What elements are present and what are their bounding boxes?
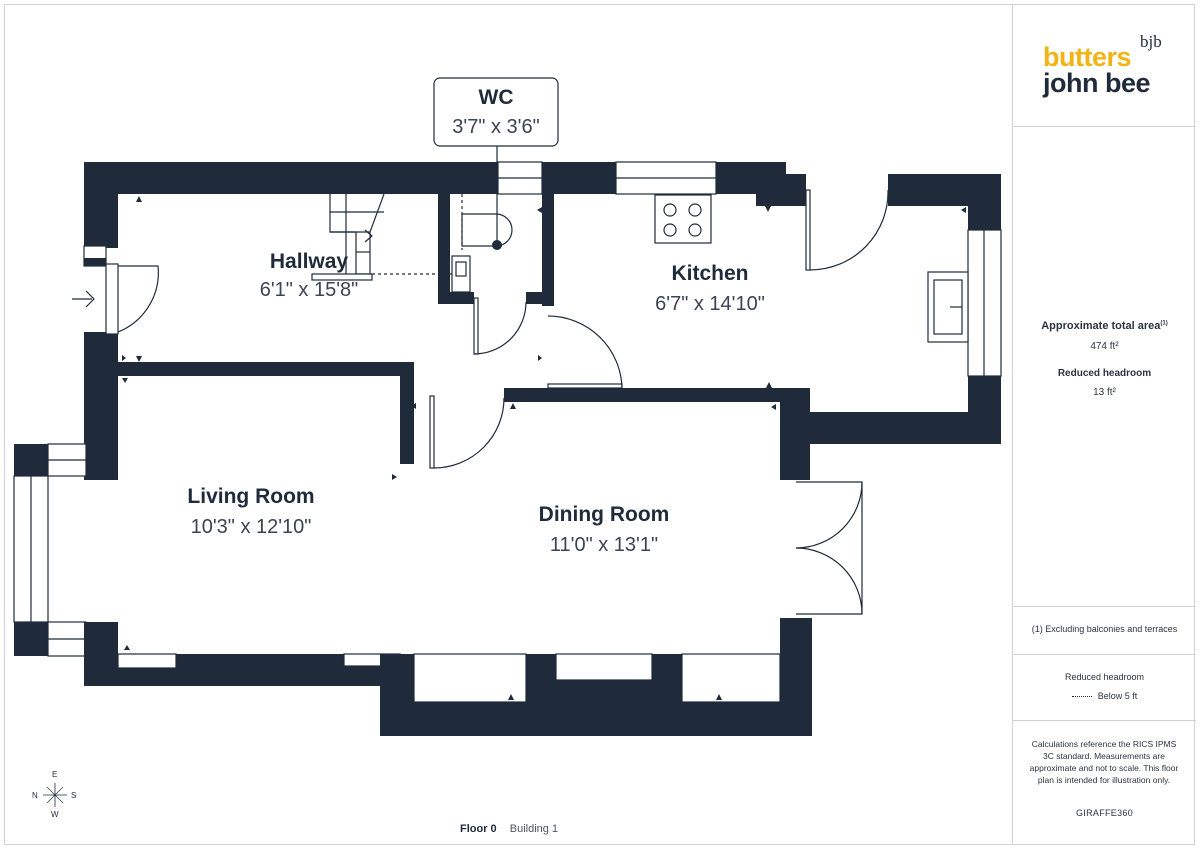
wc-door [473,297,527,355]
compass-e: E [52,770,58,779]
wall-top-kitchen [542,162,616,194]
floor-footer: Floor 0 Building 1 [460,823,558,835]
wall-living-bay-top [14,444,48,476]
floor-label: Floor 0 [460,823,497,835]
reduced-headroom-label: Reduced headroom [1057,368,1152,379]
wall-dining-right-low [780,618,812,736]
wall-right-kitchen [968,174,1001,230]
compass-n: N [32,791,38,800]
dining-french-doors [795,481,863,615]
wall-living-bay-bottom [14,622,48,656]
compass-w: W [51,810,59,819]
room-name-wc: WC [479,86,514,109]
legend-item: Below 5 ft [1013,691,1196,701]
room-dims-hallway: 6'1" x 15'8" [260,279,359,301]
living-door [429,395,505,469]
wc-basin [451,255,471,293]
floor-plan: WC 3'7" x 3'6" Hallway 6'1" x 15'8" Kitc… [13,77,1002,736]
wall-kitchen-bottom-right [806,412,1001,444]
wall-left-hall [84,162,118,248]
legend-title: Reduced headroom [1064,672,1145,682]
wall-hall-living [84,362,414,376]
page-frame [4,4,1195,845]
brand-line-2: john bee [1043,68,1151,98]
dimension-markers [122,196,966,700]
wc-toilet [461,146,513,250]
info-sidebar: bjb butters john bee Approximate total a… [1012,4,1196,845]
dining-window-bottom [555,653,653,681]
hob [654,194,712,244]
wall-hall-dining [504,388,808,402]
room-dims-wc: 3'7" x 3'6" [452,116,539,138]
compass-rose-icon [43,783,67,807]
total-area-label: Approximate total area(1) [1041,320,1168,332]
wc-wall-right [542,194,554,306]
wall-corner-kitchen [756,174,806,206]
dotted-line-icon [1071,696,1092,698]
total-area-value: 474 ft² [1090,341,1119,352]
front-door [72,263,159,335]
room-name-hallway: Hallway [270,250,349,273]
room-name-kitchen: Kitchen [671,262,748,285]
kitchen-side-door [805,189,889,271]
wall-left-hall-low [84,332,118,480]
wc-wall-left [438,194,450,304]
compass: E N S W [30,770,80,820]
area-footnote: (1) Excluding balconies and terraces [1031,624,1178,634]
brand-logo: bjb butters john bee [1043,32,1173,104]
disclaimer: Calculations reference the RICS IPMS 3C … [1029,739,1179,785]
wall-top [84,162,498,194]
room-name-living: Living Room [187,485,314,508]
wc-label-box [433,77,559,147]
reduced-headroom-value: 13 ft² [1093,387,1116,398]
provider-logo: GIRAFFE360 [1075,808,1134,818]
brand-line-1: butters [1043,42,1132,72]
dining-bay-floor [413,653,527,703]
staircase [311,193,385,281]
kitchen-sink [927,271,969,343]
wall-dining-right [780,388,810,480]
building-label: Building 1 [509,823,559,835]
brand-superscript: bjb [1140,32,1162,51]
room-dims-living: 10'3" x 12'10" [191,516,312,538]
wall-hall-post [400,362,414,464]
room-dims-kitchen: 6'7" x 14'10" [655,293,765,315]
room-name-dining: Dining Room [539,503,670,526]
total-area-note: (1) [1160,320,1168,327]
compass-s: S [71,791,77,800]
living-window-bottom-1 [117,653,177,669]
room-dims-dining: 11'0" x 13'1" [550,534,658,556]
kitchen-door [547,315,623,389]
